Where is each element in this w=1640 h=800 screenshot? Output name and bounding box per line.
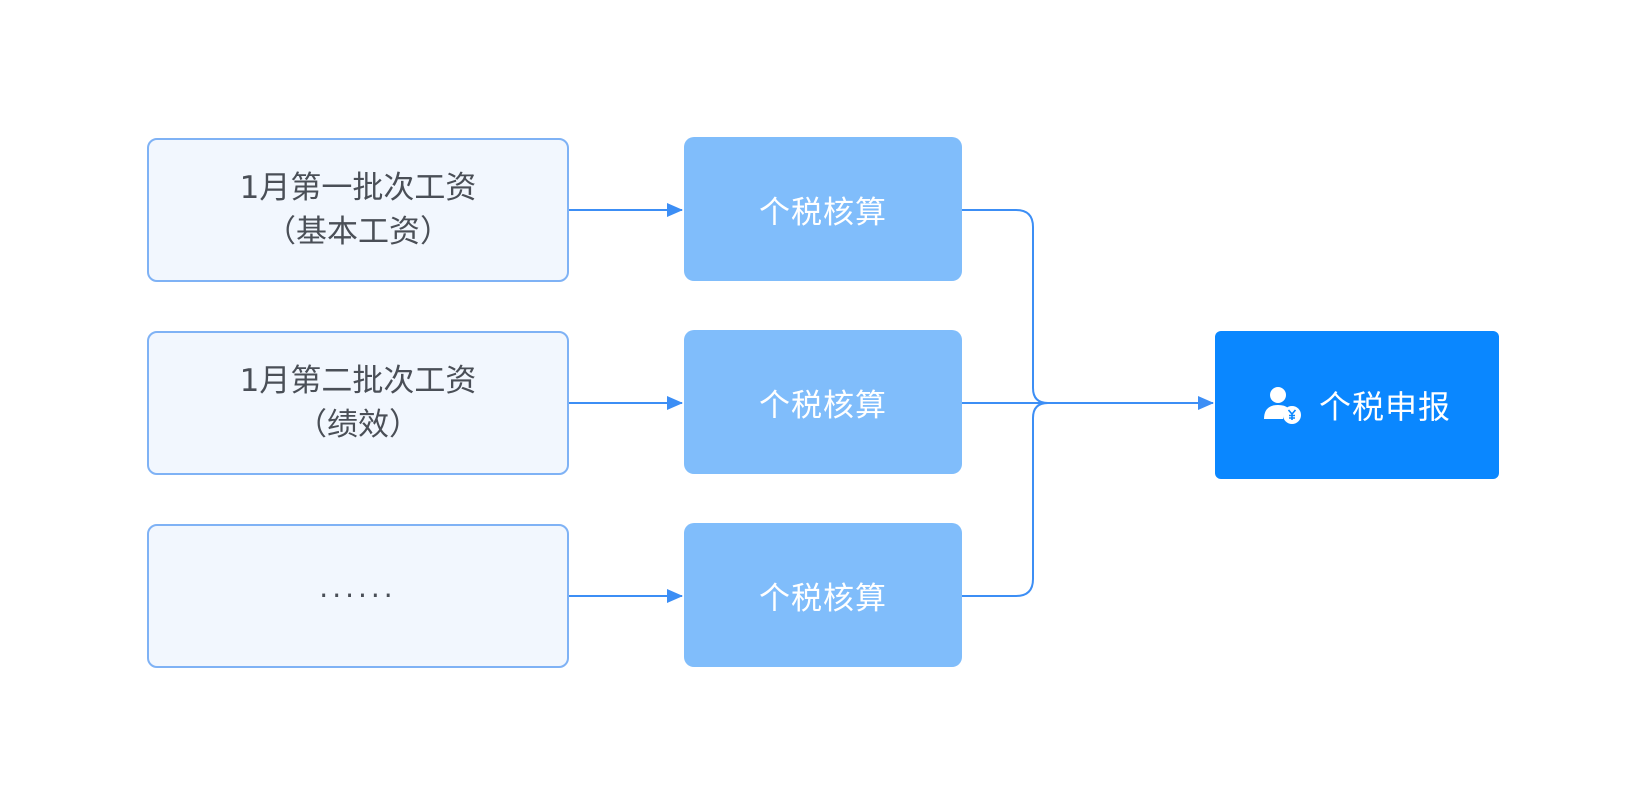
- source-box-batch-1: 1月第一批次工资 （基本工资）: [147, 138, 569, 282]
- calc-box-1: 个税核算: [684, 137, 962, 281]
- calc-box-label: 个税核算: [759, 580, 887, 617]
- user-tax-icon: [1263, 385, 1303, 425]
- calc-box-3: 个税核算: [684, 523, 962, 667]
- calc-box-label: 个税核算: [759, 194, 887, 231]
- declare-box: 个税申报: [1215, 331, 1499, 479]
- source-box-line-2: （基本工资）: [265, 214, 451, 250]
- source-box-batch-2: 1月第二批次工资 （绩效）: [147, 331, 569, 475]
- declare-label: 个税申报: [1318, 388, 1451, 426]
- connector-calc-3-merge: [962, 402, 1049, 597]
- source-box-line-1: 1月第二批次工资: [239, 363, 477, 399]
- source-box-line-2: （绩效）: [296, 407, 420, 443]
- ellipsis-text: ······: [319, 579, 397, 612]
- source-box-ellipsis: ······: [147, 524, 569, 668]
- connector-calc-1-merge: [962, 209, 1049, 404]
- source-box-line-1: 1月第一批次工资: [239, 170, 477, 206]
- calc-box-label: 个税核算: [759, 387, 887, 424]
- calc-box-2: 个税核算: [684, 330, 962, 474]
